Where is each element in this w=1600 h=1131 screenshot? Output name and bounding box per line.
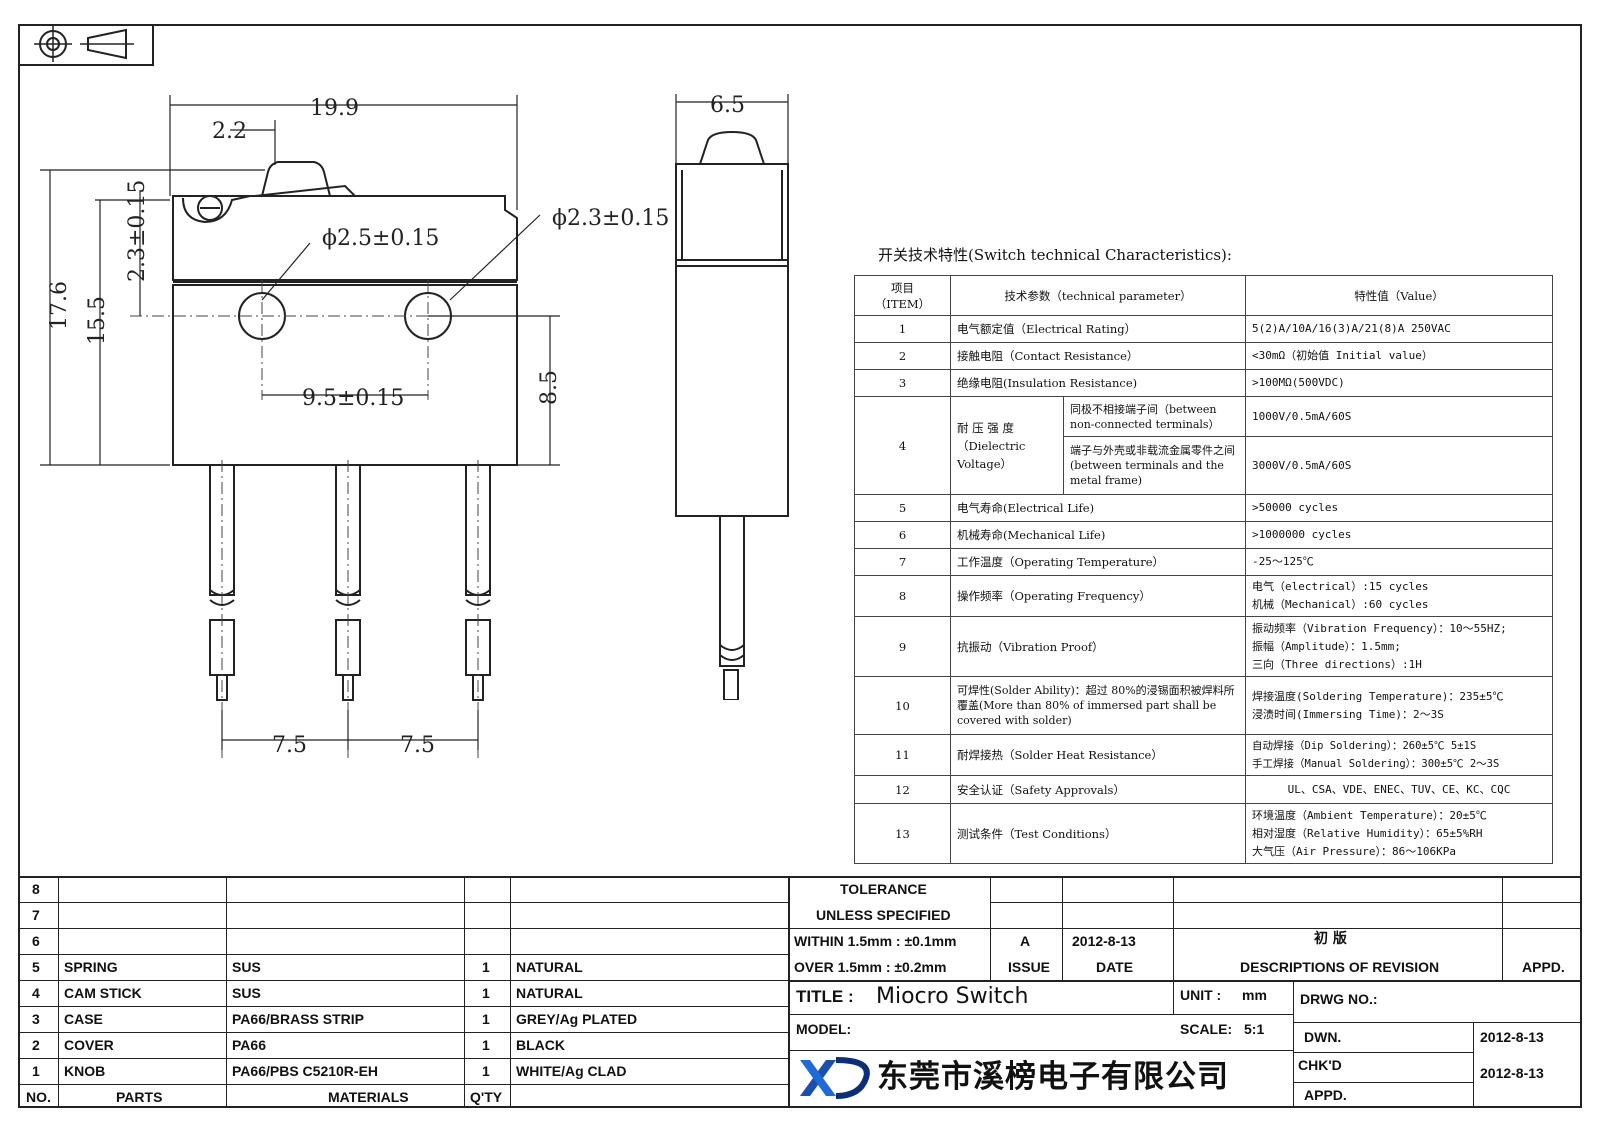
bom-finish: WHITE/Ag CLAD: [516, 1063, 627, 1079]
unit-label: UNIT :: [1180, 987, 1222, 1003]
spec-row: 端子与外壳或非载流金属零件之间(between terminals and th…: [855, 436, 1554, 495]
revision-date: 2012-8-13: [1072, 933, 1136, 949]
spec-row: 12 安全认证（Safety Approvals） UL、CSA、VDE、ENE…: [854, 775, 1554, 804]
bom-material: PA66/PBS C5210R-EH: [232, 1063, 379, 1079]
revision-description-header: DESCRIPTIONS OF REVISION: [1240, 959, 1440, 975]
dim-hole-height: 2.3±0.15: [125, 180, 150, 282]
dim-lower: 8.5: [537, 370, 562, 405]
bom-no: 1: [32, 1063, 40, 1079]
bom-material: SUS: [232, 959, 261, 975]
spec-header-item: 项目 （ITEM）: [854, 275, 951, 316]
approved-header: APPD.: [1522, 959, 1565, 975]
tolerance-unless: UNLESS SPECIFIED: [816, 907, 951, 923]
bom-no: 4: [32, 985, 40, 1001]
company-logo-icon: [800, 1057, 870, 1099]
spec-row: 8 操作频率（Operating Frequency） 电气（electrica…: [854, 575, 1554, 617]
dim-pitch-1: 7.5: [272, 733, 307, 758]
bom-finish: GREY/Ag PLATED: [516, 1011, 638, 1027]
bom-finish: BLACK: [516, 1037, 565, 1053]
bom-header-parts: PARTS: [116, 1089, 163, 1105]
scale-label: SCALE:: [1180, 1021, 1233, 1037]
spec-header-param: 技术参数（technical parameter）: [949, 275, 1247, 316]
drawn-label: DWN.: [1304, 1029, 1342, 1045]
revision-description: 初 版: [1314, 931, 1347, 947]
projection-symbol: [18, 24, 154, 66]
spec-row: 4 耐 压 强 度 （Dielectric Voltage） 同极不相接端子间（…: [854, 396, 1554, 495]
bom-no: 3: [32, 1011, 40, 1027]
dim-width: 19.9: [310, 96, 359, 121]
third-angle-projection-icon: [34, 26, 134, 62]
spec-row: 13 测试条件（Test Conditions） 环境温度（Ambient Te…: [854, 803, 1554, 864]
drawing-frame: [18, 24, 1582, 1108]
spec-row: 11 耐焊接热（Solder Heat Resistance） 自动焊接（Dip…: [854, 734, 1554, 776]
dim-height-body: 15.5: [85, 296, 110, 345]
bom-no: 7: [32, 907, 40, 923]
bom-part: CAM STICK: [64, 985, 142, 1001]
model-label: MODEL:: [796, 1021, 852, 1037]
spec-title: 开关技术特性(Switch technical Characteristics)…: [878, 246, 1232, 264]
bom-no: 6: [32, 933, 40, 949]
bom-header-no: NO.: [26, 1089, 51, 1105]
bom-material: PA66: [232, 1037, 266, 1053]
bom-part: KNOB: [64, 1063, 106, 1079]
dim-side-width: 6.5: [710, 93, 745, 118]
date-header: DATE: [1096, 959, 1134, 975]
bom-part: SPRING: [64, 959, 118, 975]
bom-material: SUS: [232, 985, 261, 1001]
bom-part: COVER: [64, 1037, 114, 1053]
bom-header-materials: MATERIALS: [328, 1089, 409, 1105]
bom-material: PA66/BRASS STRIP: [232, 1011, 364, 1027]
spec-row: 7 工作温度（Operating Temperature） -25～125℃: [854, 548, 1554, 576]
bom-header-qty: Q'TY: [470, 1089, 503, 1105]
spec-row: 5 电气寿命(Electrical Life) >50000 cycles: [854, 494, 1554, 522]
bom-qty: 1: [482, 985, 490, 1001]
drawing-number-label: DRWG NO.:: [1300, 991, 1378, 1007]
spec-row: 1 电气额定值（Electrical Rating） 5(2)A/10A/16(…: [854, 315, 1554, 343]
title-label: TITLE :: [796, 987, 854, 1006]
bom-no: 2: [32, 1037, 40, 1053]
tolerance-over: OVER 1.5mm : ±0.2mm: [794, 959, 947, 975]
spec-row: 9 抗振动（Vibration Proof） 振动频率（Vibration Fr…: [854, 616, 1554, 677]
spec-row: 2 接触电阻（Contact Resistance） <30mΩ（初始值 Ini…: [854, 342, 1554, 370]
spec-row: 10 可焊性(Solder Ability)：超过 80%的浸锡面积被焊料所覆盖…: [854, 676, 1554, 735]
bom-qty: 1: [482, 1063, 490, 1079]
side-view-drawing: 6.5: [675, 93, 789, 700]
front-view-drawing: 19.9 2.2 ϕ2.5±0.15 ϕ2.3±0.15 9.5±0.15 7.…: [40, 95, 669, 760]
unit-value: mm: [1242, 987, 1267, 1003]
issue-header: ISSUE: [1008, 959, 1051, 975]
dim-hole-spacing: 9.5±0.15: [302, 386, 404, 411]
dim-hole-left: ϕ2.5±0.15: [322, 226, 439, 251]
approved-label: APPD.: [1304, 1087, 1347, 1103]
spec-row: 6 机械寿命(Mechanical Life) >1000000 cycles: [854, 521, 1554, 549]
bom-part: CASE: [64, 1011, 103, 1027]
scale-value: 5:1: [1244, 1021, 1265, 1037]
tolerance-within: WITHIN 1.5mm : ±0.1mm: [794, 933, 957, 949]
revision-issue: A: [1020, 933, 1031, 949]
bom-finish: NATURAL: [516, 959, 583, 975]
dim-knob: 2.2: [212, 119, 247, 144]
dim-height-total: 17.6: [47, 281, 72, 330]
tolerance-heading: TOLERANCE: [840, 881, 927, 897]
checked-date: 2012-8-13: [1480, 1065, 1544, 1081]
checked-label: CHK'D: [1298, 1057, 1342, 1073]
bom-qty: 1: [482, 1037, 490, 1053]
bom-finish: NATURAL: [516, 985, 583, 1001]
company-name: 东莞市溪榜电子有限公司: [877, 1059, 1229, 1095]
spec-row: 3 绝缘电阻(Insulation Resistance) >100MΩ(500…: [854, 369, 1554, 397]
bom-qty: 1: [482, 959, 490, 975]
spec-header-value: 特性值（Value）: [1245, 275, 1554, 316]
bom-qty: 1: [482, 1011, 490, 1027]
dim-pitch-2: 7.5: [400, 733, 435, 758]
drawn-date: 2012-8-13: [1480, 1029, 1544, 1045]
dim-hole-right: ϕ2.3±0.15: [552, 206, 669, 231]
title-value: Miocro Switch: [876, 984, 1029, 1009]
bom-no: 8: [32, 881, 40, 897]
spec-table: 项目 （ITEM） 技术参数（technical parameter） 特性值（…: [854, 275, 1554, 864]
bom-no: 5: [32, 959, 40, 975]
